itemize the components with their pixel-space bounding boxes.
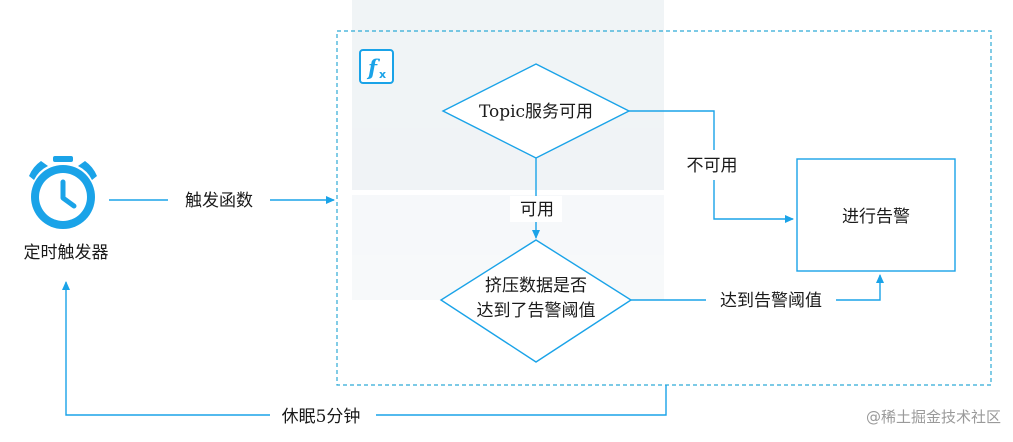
watermark-logo <box>352 0 664 300</box>
function-fx-icon: f x <box>359 49 394 84</box>
decision-backlog-label-line2: 达到了告警阈值 <box>477 301 596 321</box>
watermark-text: @稀土掘金技术社区 <box>866 408 1001 426</box>
edge-label-trigger: 触发函数 <box>185 191 253 211</box>
decision-topic-label: Topic服务可用 <box>479 102 593 122</box>
edge-label-unavailable: 不可用 <box>687 156 738 176</box>
decision-backlog-threshold <box>439 239 633 363</box>
edge-label-available: 可用 <box>520 200 554 220</box>
decision-backlog-label-line1: 挤压数据是否 <box>485 276 587 296</box>
alarm-clock-icon <box>29 156 97 229</box>
alert-box <box>796 158 956 272</box>
alert-box-label: 进行告警 <box>842 207 910 227</box>
edge-label-sleep: 休眠5分钟 <box>282 407 361 427</box>
svg-text:x: x <box>379 68 386 81</box>
edge-label-backlog-reached: 达到告警阈值 <box>720 291 822 311</box>
trigger-label: 定时触发器 <box>24 243 109 263</box>
